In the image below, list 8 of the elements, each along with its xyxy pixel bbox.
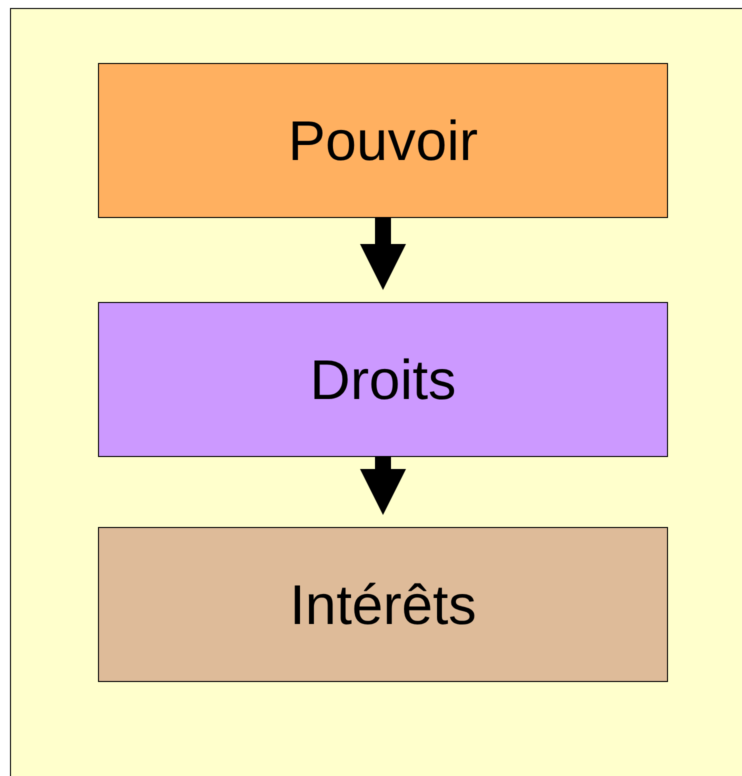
box-label: Intérêts: [290, 572, 476, 637]
box-label: Droits: [310, 347, 456, 412]
box-label: Pouvoir: [288, 108, 478, 173]
process-box: [98, 302, 668, 457]
arrow: [360, 457, 406, 515]
arrow: [360, 218, 406, 290]
process-box: [98, 527, 668, 682]
process-box: [98, 63, 668, 218]
